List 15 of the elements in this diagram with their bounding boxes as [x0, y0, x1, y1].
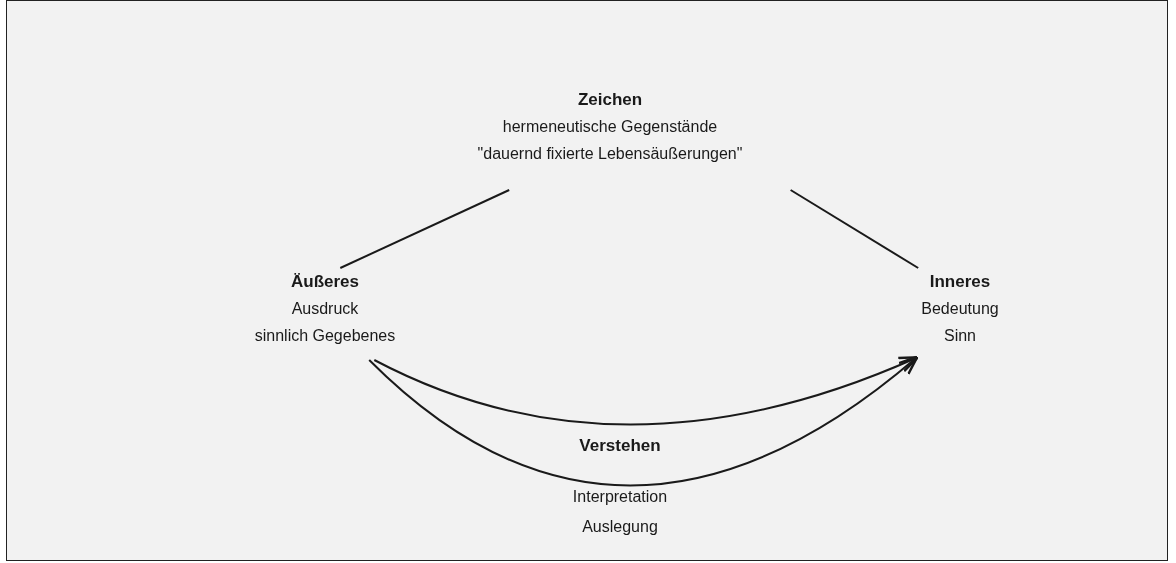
connector-line — [339, 189, 511, 269]
process-label: Verstehen — [579, 436, 661, 456]
node-heading: Zeichen — [576, 89, 644, 111]
node-text: "dauernd fixierte Lebensäußerungen" — [476, 144, 744, 164]
node-heading: Äußeres — [290, 271, 360, 293]
node-text: Bedeutung — [920, 299, 1000, 319]
process-text: Interpretation — [572, 488, 668, 506]
connector-line — [789, 189, 920, 269]
node-text: sinnlich Gegebenes — [253, 326, 397, 346]
node-text: Sinn — [943, 326, 977, 346]
node-text: hermeneutische Gegenstände — [501, 117, 719, 137]
node-heading: Inneres — [928, 271, 992, 293]
curved-arrow — [368, 355, 919, 487]
process-text: Auslegung — [582, 518, 658, 536]
node-text: Ausdruck — [290, 299, 360, 319]
